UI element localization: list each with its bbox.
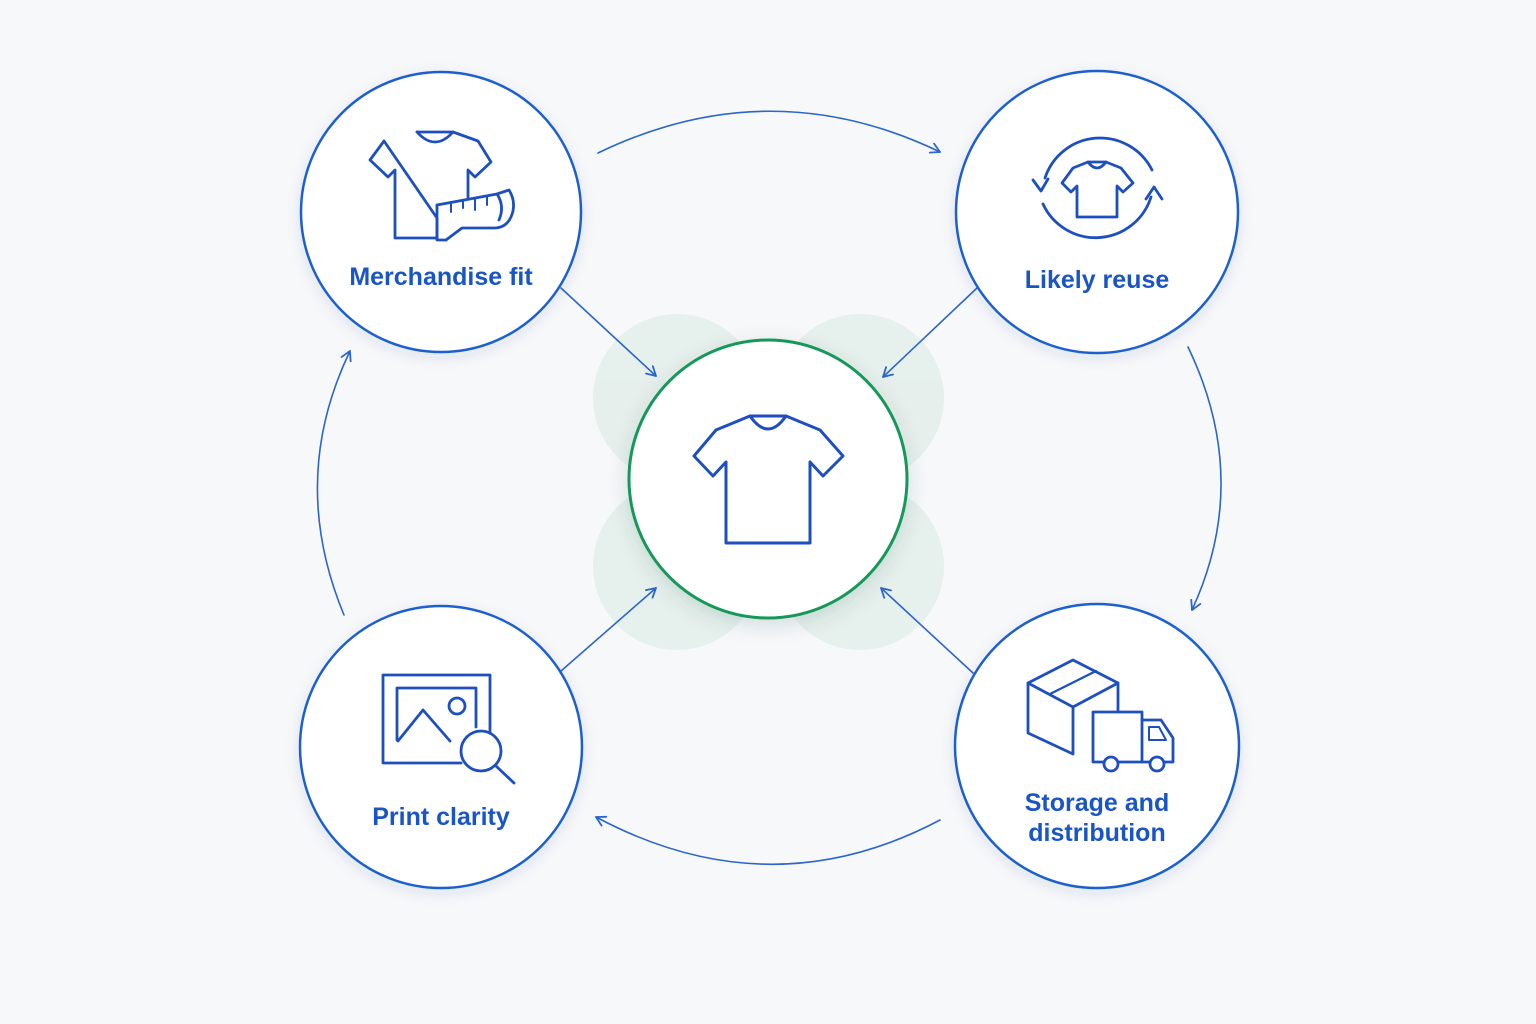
node-merchandise-fit[interactable]: Merchandise fit [299, 70, 583, 354]
t-shirt-measuring-tape-icon [368, 130, 515, 242]
storage-distribution-label-line2: distribution [1028, 819, 1165, 847]
arrow-fit-to-center [560, 287, 657, 377]
spoke-arrows [560, 287, 978, 674]
cycle-arrows [316, 110, 1222, 866]
box-truck-icon [1026, 658, 1175, 773]
node-print-clarity[interactable]: Print clarity [298, 604, 584, 890]
likely-reuse-label: Likely reuse [1025, 266, 1170, 294]
arrow-print-to-fit [316, 350, 352, 616]
arrow-reuse-to-storage [1187, 346, 1222, 611]
arrow-storage-to-print [595, 815, 941, 866]
storage-distribution-label-line1: Storage and [1025, 789, 1169, 817]
merchandise-fit-label: Merchandise fit [349, 263, 533, 291]
arrow-reuse-to-center [882, 287, 978, 378]
t-shirt-icon [692, 414, 845, 545]
arrow-fit-to-reuse [597, 110, 941, 154]
print-clarity-label: Print clarity [372, 803, 510, 831]
node-storage-distribution[interactable]: Storage and distribution [953, 602, 1241, 890]
node-likely-reuse[interactable]: Likely reuse [954, 69, 1240, 355]
arrow-storage-to-center [880, 587, 974, 674]
image-magnifier-icon [381, 673, 516, 785]
arrow-print-to-center [560, 587, 657, 672]
center-node[interactable] [627, 338, 909, 620]
t-shirt-cycle-icon [1031, 136, 1164, 240]
